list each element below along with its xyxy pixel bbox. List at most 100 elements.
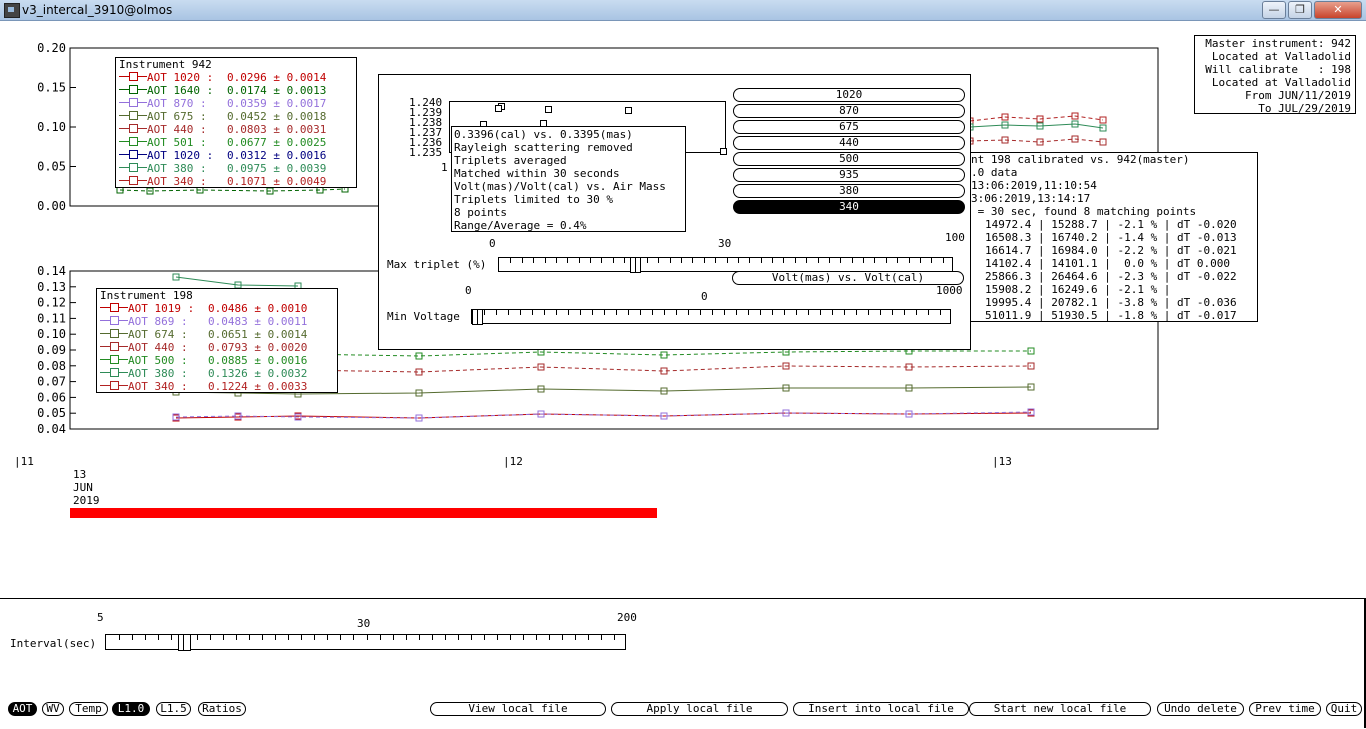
series-aot-340-top — [969, 115, 1104, 122]
legend-marker-icon — [119, 97, 147, 107]
interval-slider[interactable] — [105, 634, 626, 651]
quit-button[interactable]: Quit — [1326, 702, 1362, 716]
slider-tick — [760, 310, 761, 315]
legend-marker-icon — [100, 367, 128, 377]
slider-tick — [628, 310, 629, 315]
max-triplet-thumb[interactable] — [629, 257, 641, 273]
insert-into-local-file-button[interactable]: Insert into local file — [793, 702, 969, 716]
apply-local-file-button[interactable]: Apply local file — [611, 702, 788, 716]
legend-marker-icon — [119, 110, 147, 120]
slider-tick — [340, 635, 342, 640]
undo-delete-button[interactable]: Undo delete — [1157, 702, 1244, 716]
mini-plot-point — [545, 106, 552, 113]
slider-tick — [940, 310, 941, 315]
legend-entry: AOT 1640 :0.0174 ± 0.0013 — [119, 84, 326, 97]
interval-thumb[interactable] — [178, 634, 192, 651]
slider-tick — [726, 258, 728, 263]
min-voltage-slider[interactable] — [471, 309, 951, 325]
slider-tick — [544, 258, 546, 263]
series-aot-380 — [175, 276, 299, 287]
legend-label: AOT 340 : — [128, 380, 188, 393]
master-info-line: From JUN/11/2019 — [1245, 89, 1351, 102]
legend-value: 0.1224 ± 0.0033 — [208, 380, 308, 393]
wavelength-935-button[interactable]: 935 — [733, 168, 965, 182]
maximize-button[interactable]: ❐ — [1288, 1, 1312, 19]
mode-wv-button[interactable]: WV — [42, 702, 64, 716]
calib-header-line: 13:06:2019,11:10:54 — [971, 179, 1097, 192]
series-aot-869 — [175, 411, 1032, 419]
mode-l10-button[interactable]: L1.0 — [112, 702, 150, 716]
master-info-line: Located at Valladolid — [1211, 50, 1351, 63]
legend-entry: AOT 500 :0.0885 ± 0.0016 — [100, 354, 307, 367]
minimize-button[interactable]: — — [1262, 1, 1286, 19]
slider-tick — [700, 310, 701, 315]
legend-marker-icon — [119, 123, 147, 133]
title-bar: v3_intercal_3910@olmos — ❐ ✕ — [0, 0, 1366, 21]
max-triplet-slider[interactable] — [498, 257, 953, 273]
slider-tick — [942, 258, 944, 263]
popup-info-line: 8 points — [454, 206, 507, 219]
min-voltage-thumb[interactable] — [472, 309, 483, 325]
wavelength-500-button[interactable]: 500 — [733, 152, 965, 166]
legend-label: AOT 675 : — [147, 110, 207, 123]
time-range-bar[interactable] — [70, 508, 657, 518]
slider-tick — [567, 258, 569, 263]
series-marker — [1099, 138, 1107, 146]
slider-tick — [484, 310, 485, 315]
series-marker — [782, 362, 790, 370]
view-local-file-button[interactable]: View local file — [430, 702, 606, 716]
series-marker — [146, 187, 154, 195]
slider-tick — [327, 635, 329, 640]
start-new-local-file-button[interactable]: Start new local file — [969, 702, 1151, 716]
y-tick-label: 0.07 — [37, 375, 66, 389]
prev-time-button[interactable]: Prev time — [1249, 702, 1321, 716]
mode-l15-button[interactable]: L1.5 — [156, 702, 191, 716]
slider-tick — [919, 258, 921, 263]
popup-info-line: Range/Average = 0.4% — [454, 219, 587, 232]
voltage-min-label: 0 — [465, 284, 472, 297]
close-button[interactable]: ✕ — [1314, 1, 1362, 19]
legend-value: 0.0312 ± 0.0016 — [227, 149, 327, 162]
calib-data-row: 14102.4 | 14101.1 | 0.0 % | dT 0.000 — [985, 257, 1231, 270]
slider-tick — [578, 258, 580, 263]
mode-ratios-button[interactable]: Ratios — [198, 702, 246, 716]
series-marker — [1071, 112, 1079, 120]
slider-tick — [556, 310, 557, 315]
mini-y-tick-label: 1.238 — [409, 116, 443, 129]
y-tick-label: 0.14 — [37, 264, 66, 278]
legend-label: AOT 674 : — [128, 328, 188, 341]
slider-tick — [601, 258, 603, 263]
slider-tick — [561, 635, 563, 640]
series-marker — [537, 385, 545, 393]
mode-aot-button[interactable]: AOT — [8, 702, 37, 716]
slider-tick — [652, 310, 653, 315]
legend-value: 0.1071 ± 0.0049 — [227, 175, 327, 188]
wavelength-340-button[interactable]: 340 — [733, 200, 965, 214]
slider-tick — [522, 635, 524, 640]
series-marker — [1099, 116, 1107, 124]
slider-tick — [301, 635, 303, 640]
series-marker — [782, 384, 790, 392]
legend-entry: AOT 1020 :0.0296 ± 0.0014 — [119, 71, 326, 84]
wavelength-380-button[interactable]: 380 — [733, 184, 965, 198]
slider-tick — [724, 310, 725, 315]
slider-tick — [688, 310, 689, 315]
slider-tick — [892, 310, 893, 315]
wavelength-440-button[interactable]: 440 — [733, 136, 965, 150]
wavelength-675-button[interactable]: 675 — [733, 120, 965, 134]
legend-entry: AOT 340 : 0.1224 ± 0.0033 — [100, 380, 307, 393]
wavelength-870-button[interactable]: 870 — [733, 104, 965, 118]
mode-temp-button[interactable]: Temp — [69, 702, 108, 716]
wavelength-1020-button[interactable]: 1020 — [733, 88, 965, 102]
date-day: 13 — [73, 468, 87, 481]
master-info-line: Master instrument: 942 — [1205, 37, 1351, 50]
series-marker — [1027, 408, 1035, 416]
legend-entry: AOT 440 :0.0793 ± 0.0020 — [100, 341, 307, 354]
volt-plot-button[interactable]: Volt(mas) vs. Volt(cal) — [732, 271, 964, 285]
legend-value: 0.0359 ± 0.0017 — [227, 97, 327, 110]
calib-data-row: 15908.2 | 16249.6 | -2.1 % | — [985, 283, 1171, 296]
slider-tick — [616, 310, 617, 315]
time-tick-12: |12 — [503, 455, 523, 468]
slider-tick — [640, 310, 641, 315]
interval-label: Interval(sec) — [10, 637, 97, 650]
